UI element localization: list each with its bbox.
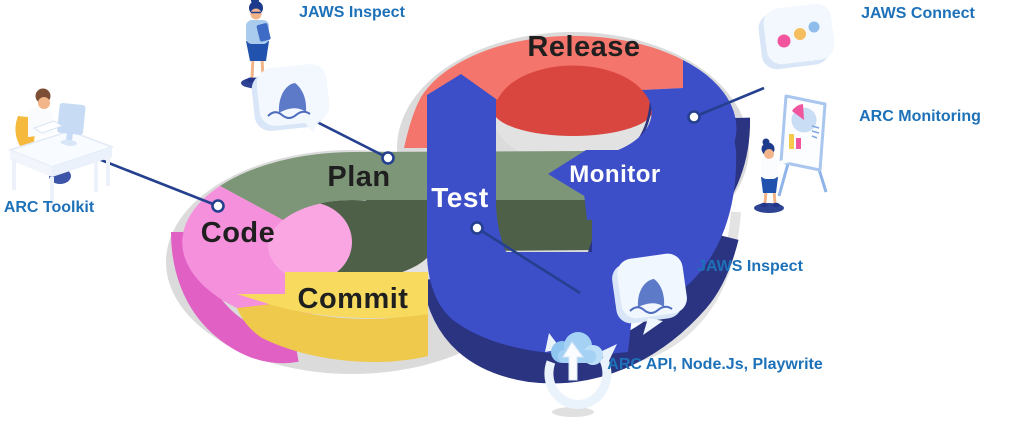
up-arrow	[562, 341, 584, 381]
jaws-speech-bubble-top	[251, 64, 330, 133]
left-hole-inner-wall-pink	[264, 202, 352, 282]
connector-dot-test	[470, 221, 484, 235]
segment-plan	[220, 151, 592, 220]
segment-monitor-arrow	[548, 150, 698, 198]
cloud-shadow	[552, 407, 594, 417]
bubble-tail	[303, 112, 321, 133]
person-face	[764, 149, 774, 159]
caption-jaws-inspect-top: JAWS Inspect	[299, 4, 405, 21]
connector-jaws-inspect-top	[312, 118, 389, 160]
label-plan: Plan	[327, 161, 390, 193]
segment-commit-wall	[237, 304, 428, 362]
caption-jaws-inspect-bottom: JAWS Inspect	[697, 258, 803, 275]
bubble-tail	[643, 318, 663, 335]
label-commit: Commit	[298, 283, 409, 315]
bar-yellow	[789, 134, 794, 149]
shoe	[772, 202, 780, 208]
shark-fin-icon	[637, 279, 665, 307]
sync-ring	[544, 355, 612, 409]
connector-dot-plan	[381, 151, 395, 165]
illustration-arc-toolkit-desk	[7, 88, 115, 208]
label-release: Release	[527, 31, 640, 63]
wave-line	[267, 110, 311, 119]
label-monitor: Monitor	[569, 161, 660, 188]
desk-legs	[12, 156, 110, 208]
illustration-arc-monitoring	[754, 94, 828, 213]
monitor	[57, 102, 86, 146]
segment-test	[427, 74, 632, 355]
keyboard	[32, 120, 64, 134]
jaws-speech-bubble-bottom	[612, 253, 687, 335]
person-arm	[775, 158, 791, 166]
illustration-jaws-inspect-person	[241, 0, 273, 89]
connectors	[95, 86, 765, 295]
dot-yellow	[794, 28, 806, 40]
person-skirt	[761, 177, 778, 193]
shoe	[246, 77, 256, 83]
dot-blue	[808, 21, 820, 33]
segment-release	[404, 35, 683, 149]
desk-front-right	[52, 147, 112, 177]
person-face	[38, 97, 50, 109]
person-bun	[251, 0, 259, 5]
connector-dot-code	[211, 199, 225, 213]
connector-dot-monitor	[687, 110, 701, 124]
connector-arc-monitoring	[693, 86, 765, 119]
shoe	[760, 202, 768, 208]
connector-arc-toolkit	[95, 156, 219, 208]
board-text-lines	[811, 125, 820, 139]
right-hole-inner-wall-navy	[632, 98, 652, 146]
label-code: Code	[201, 217, 276, 249]
tablet	[256, 23, 271, 42]
jaws-connect-bubble	[758, 3, 835, 70]
shark-fin-icon	[278, 83, 307, 113]
caption-jaws-connect: JAWS Connect	[861, 5, 975, 22]
bar-pink	[796, 138, 801, 149]
caption-arc-toolkit: ARC Toolkit	[4, 199, 95, 216]
dot-pink	[777, 34, 791, 48]
person-skirt	[246, 41, 269, 61]
bubble-tail	[804, 44, 822, 62]
segment-commit	[237, 272, 428, 319]
person-bun	[762, 138, 770, 146]
person-top	[761, 157, 778, 179]
pie-slice	[792, 104, 804, 120]
label-test: Test	[431, 182, 489, 213]
connector-jaws-inspect-bottom	[476, 226, 581, 295]
desk-front-left	[10, 150, 52, 177]
person-face	[250, 8, 262, 20]
wave-line	[629, 305, 673, 314]
sync-arrowhead-bottom	[600, 344, 617, 365]
caption-arc-monitoring: ARC Monitoring	[859, 108, 981, 125]
caption-arc-api: ARC API, Node.Js, Playwrite	[607, 356, 823, 373]
right-hole-inner-wall-red	[493, 64, 653, 136]
illustration-cloud-sync	[544, 332, 617, 417]
